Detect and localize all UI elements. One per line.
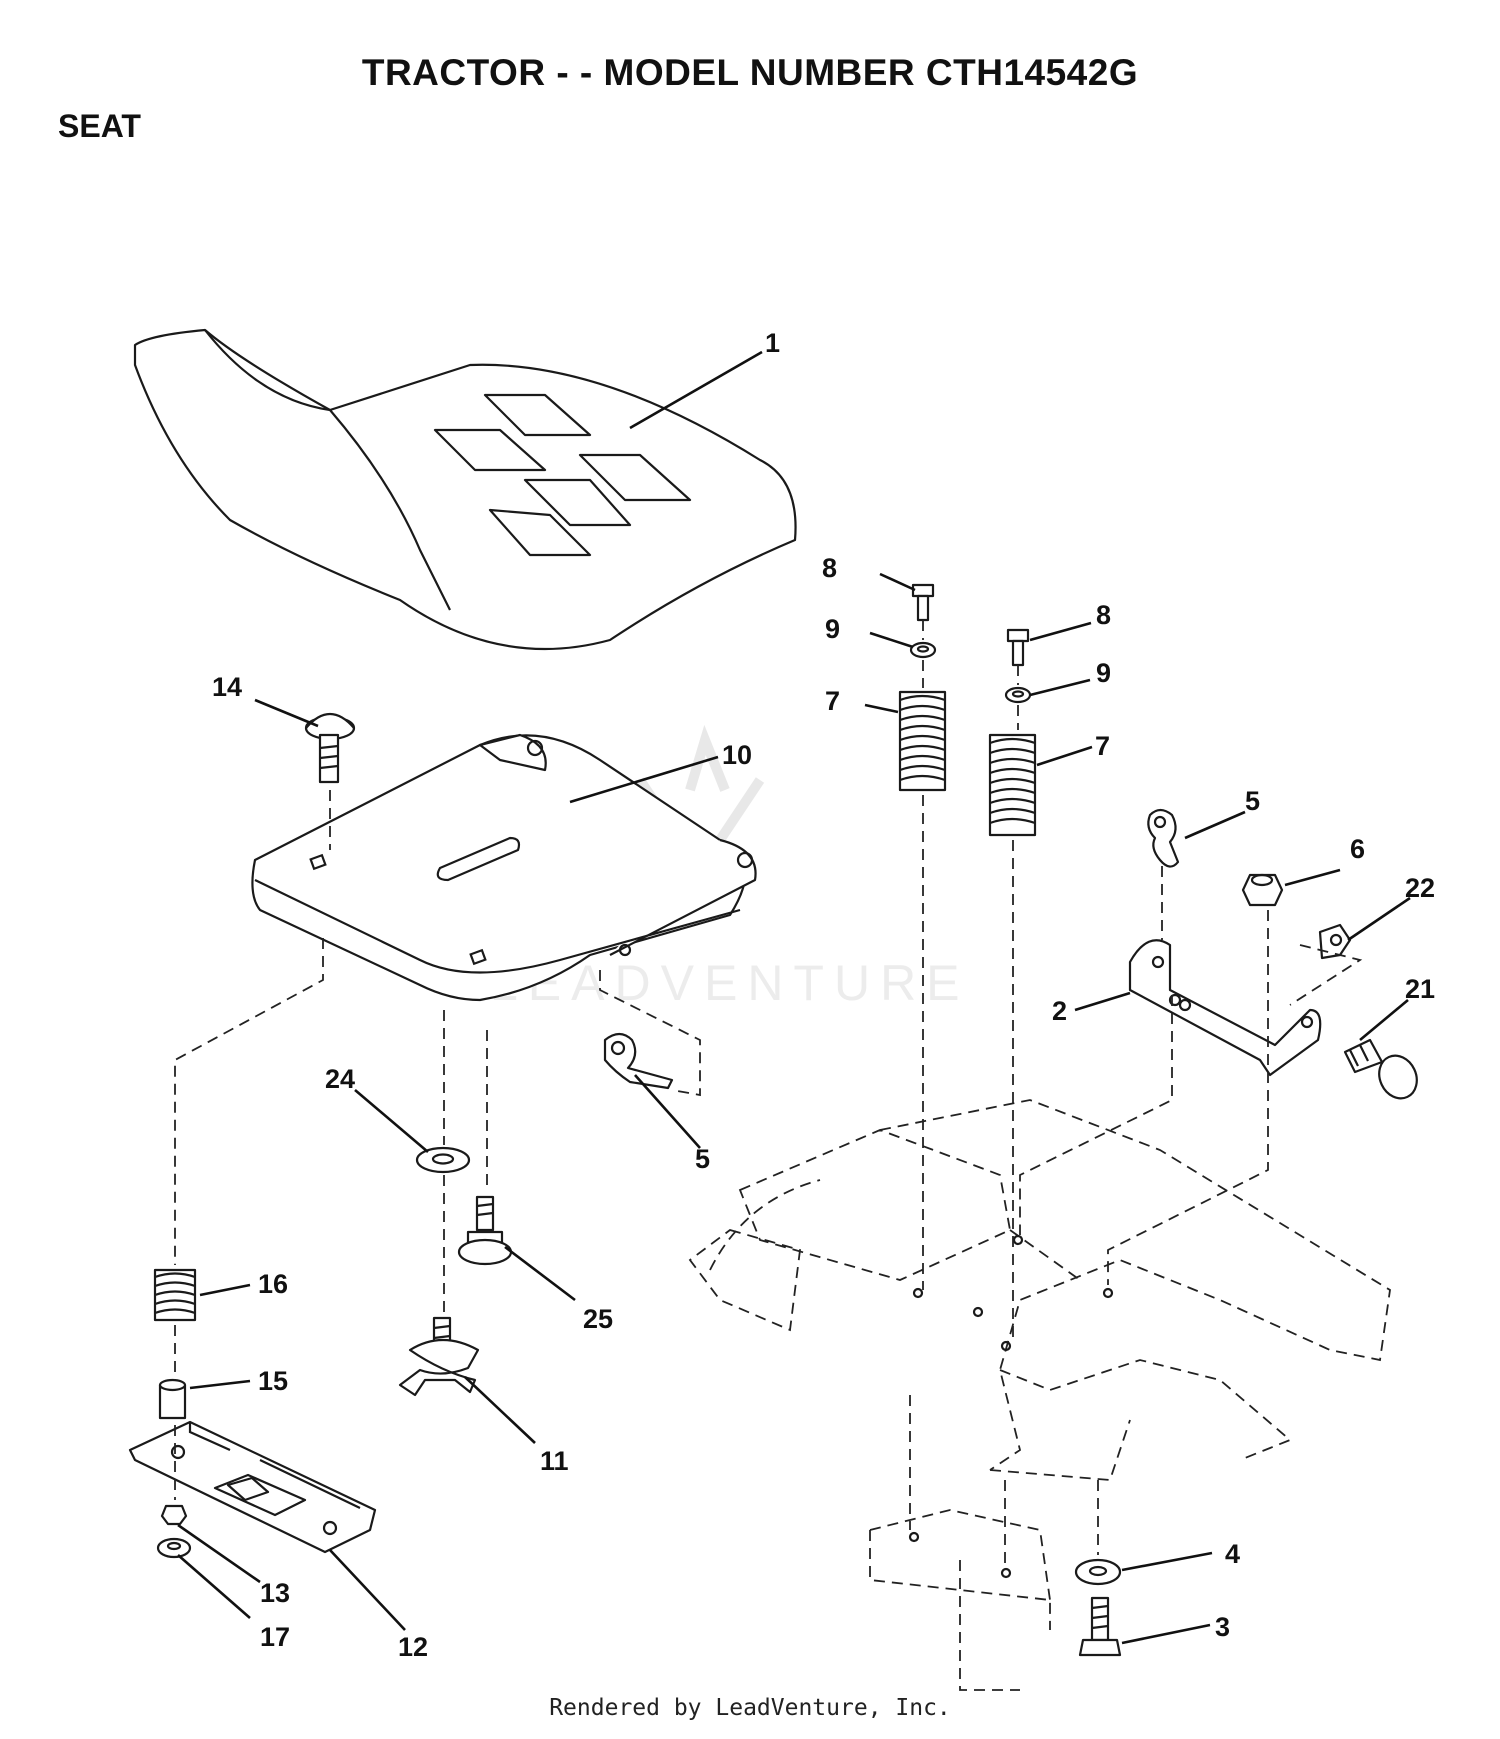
spacer-part-15	[158, 1378, 187, 1420]
spring-part-16	[153, 1268, 197, 1322]
washer-part-4	[1074, 1558, 1122, 1586]
washer-part-24	[415, 1146, 471, 1174]
leader-lines	[177, 350, 1411, 1645]
callout-8-left: 8	[822, 553, 837, 583]
bolt-part-3	[1078, 1596, 1122, 1657]
callout-21: 21	[1405, 974, 1435, 1004]
shoulder-bolt-part-21	[1343, 1038, 1418, 1100]
callout-5-lower: 5	[695, 1144, 710, 1174]
bolt-part-8-left	[911, 583, 935, 622]
callout-2: 2	[1052, 996, 1067, 1026]
footer-credit: Rendered by LeadVenture, Inc.	[549, 1695, 951, 1721]
callout-22: 22	[1405, 873, 1435, 903]
callout-9-left: 9	[825, 614, 840, 644]
flange-nut-part-17	[156, 1537, 192, 1559]
callout-16: 16	[258, 1269, 288, 1299]
carriage-bolt-part-14	[304, 713, 356, 784]
spring-part-7-right	[988, 733, 1037, 837]
bolt-part-8-right	[1006, 628, 1030, 667]
seat-bracket-part-12	[128, 1420, 377, 1554]
tractor-chassis-outline	[688, 1099, 1391, 1691]
callout-7-right: 7	[1095, 731, 1110, 761]
clip-part-5-upper	[1147, 808, 1180, 868]
callout-24: 24	[325, 1064, 355, 1094]
nut-part-22	[1318, 923, 1352, 960]
callout-25: 25	[583, 1304, 613, 1334]
nut-part-13	[160, 1504, 188, 1526]
callout-12: 12	[398, 1632, 428, 1662]
callout-17: 17	[260, 1622, 290, 1652]
callout-10: 10	[722, 740, 752, 770]
callout-15: 15	[258, 1366, 288, 1396]
callout-13: 13	[260, 1578, 290, 1608]
callout-7-left: 7	[825, 686, 840, 716]
seat-part-1	[133, 328, 797, 651]
washer-part-9-right	[1004, 686, 1032, 704]
callout-9-right: 9	[1096, 658, 1111, 688]
callout-11: 11	[540, 1446, 569, 1476]
callout-14: 14	[212, 672, 242, 702]
callout-labels: 1 2 3 4 5 5 6 7 7 8 8 9 9 10 11 12 13 14…	[212, 328, 1435, 1662]
callout-4: 4	[1225, 1539, 1240, 1569]
lock-nut-part-6	[1241, 873, 1284, 907]
spring-part-7-left	[898, 690, 947, 792]
callout-8-right: 8	[1096, 600, 1111, 630]
section-label: SEAT	[58, 108, 141, 144]
page-title: TRACTOR - - MODEL NUMBER CTH14542G	[361, 52, 1139, 93]
assembly-lines	[174, 620, 1363, 1570]
callout-5-upper: 5	[1245, 786, 1260, 816]
callout-6: 6	[1350, 834, 1365, 864]
seat-pan-part-10	[251, 733, 757, 1002]
washer-part-9-left	[909, 641, 937, 659]
callout-1: 1	[765, 328, 780, 358]
clip-part-5-lower	[603, 1032, 674, 1090]
shoulder-bolt-part-25	[457, 1195, 513, 1266]
adjustment-knob-part-11	[398, 1316, 480, 1397]
pivot-bracket-part-2	[1128, 939, 1322, 1077]
callout-3: 3	[1215, 1612, 1230, 1642]
